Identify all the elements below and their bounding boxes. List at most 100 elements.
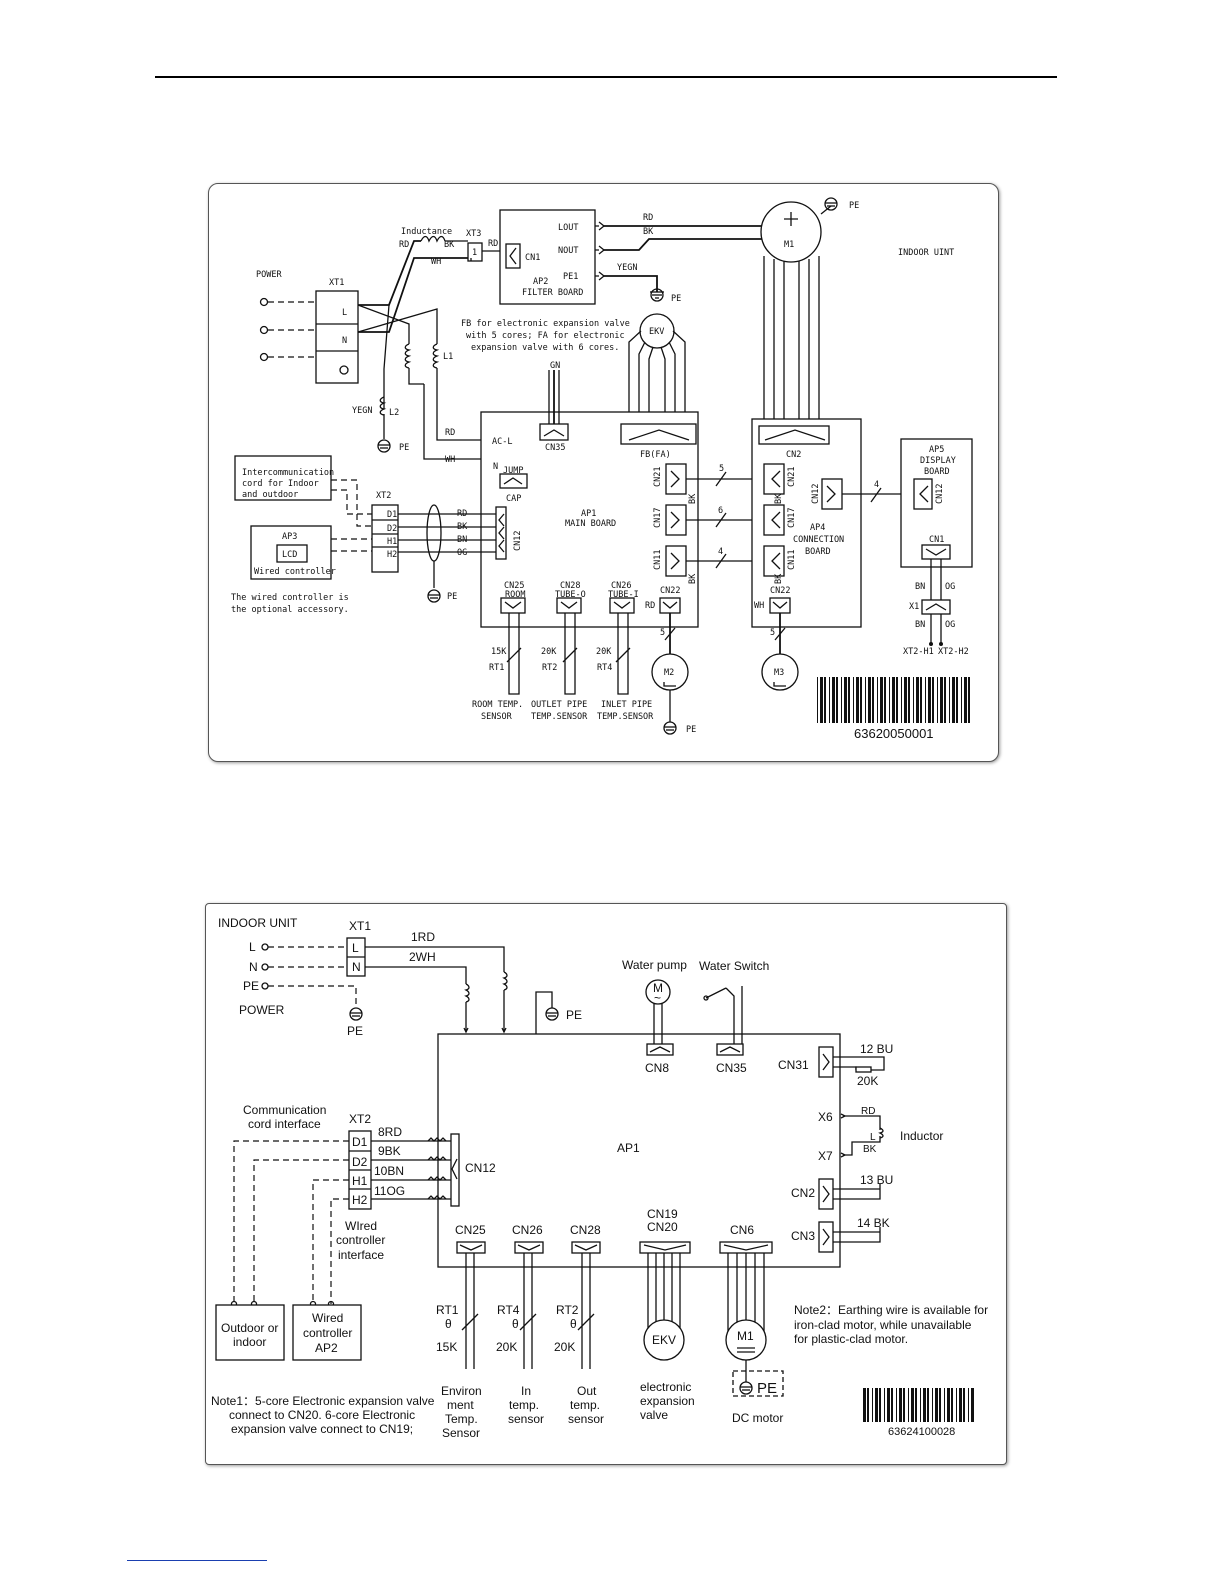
wire-wh: WH	[431, 257, 441, 267]
cn31-label: CN31	[778, 1058, 809, 1072]
water-pump-label: Water pump	[622, 958, 687, 972]
barcode-1-number: 63620050001	[854, 726, 934, 741]
ap1-main-board	[480, 411, 699, 628]
lout-label: LOUT	[558, 223, 578, 233]
m3-wire-count: 5	[770, 628, 775, 638]
cn31-connector	[818, 1046, 834, 1078]
ekv-label-l3: valve	[640, 1408, 668, 1422]
outdoor-indoor-box	[215, 1304, 285, 1361]
ground-icon	[663, 721, 677, 735]
env-sensor-l3: Temp.	[445, 1412, 478, 1426]
power-terminals	[259, 297, 316, 362]
env-sensor-l2: ment	[447, 1398, 474, 1412]
xt3-pin: 1	[472, 248, 477, 258]
rt2-theta: θ	[570, 1317, 577, 1331]
xt2-label: XT2	[376, 491, 391, 501]
wire-9bk: 9BK	[378, 1144, 401, 1158]
water-pump-motor	[645, 979, 671, 1005]
fb-fa-connector	[620, 423, 697, 445]
wired-if-l2: controller	[336, 1233, 385, 1247]
note2-l1: Note2：Earthing wire is available for	[794, 1303, 988, 1317]
rt2-value: 20K	[541, 647, 557, 657]
inductor-bk: BK	[863, 1144, 877, 1155]
connection-label: CONNECTION	[793, 535, 844, 545]
nout-label: NOUT	[558, 246, 578, 256]
xt2-d1: D1	[387, 510, 397, 520]
wire-count-4: 4	[718, 547, 723, 557]
xt1-l: L	[342, 308, 347, 318]
cn17-bk-ap4: BK	[774, 493, 784, 504]
ekv-label-2: EKV	[652, 1333, 676, 1347]
xt1-label-2: XT1	[349, 919, 371, 933]
rt1-value: 15K	[491, 647, 507, 657]
pe-label-2: PE	[849, 201, 859, 211]
cn8-label: CN8	[645, 1061, 669, 1075]
note-fb-line2: with 5 cores; FA for electronic	[466, 331, 625, 341]
inductor-rd: RD	[861, 1106, 875, 1117]
xt2-terminal-block	[371, 504, 399, 573]
board-label: BOARD	[805, 547, 831, 557]
x-line-inductor-icon	[464, 971, 508, 1003]
cn35-wire-gn: GN	[550, 361, 560, 371]
cn22-wh-ap4: WH	[754, 601, 764, 611]
wire-bk: BK	[444, 240, 455, 250]
pe-label-3: PE	[399, 443, 409, 453]
ap3-label: AP3	[282, 532, 297, 542]
cn1-og: OG	[945, 582, 955, 592]
cn25-label-2: CN25	[455, 1223, 486, 1237]
pump-m: M	[653, 981, 663, 995]
rt1-theta: θ	[445, 1317, 452, 1331]
tube-i-label: TUBE-I	[608, 590, 639, 600]
fb-fa-label: FB(FA)	[640, 450, 671, 460]
power-n: N	[249, 960, 258, 974]
ground-icon	[349, 1007, 363, 1021]
rt2-label-2: RT2	[556, 1303, 579, 1317]
cn11-label-ap1: CN11	[653, 550, 663, 570]
outlet-sensor-l1: OUTLET PIPE	[531, 700, 587, 710]
env-sensor-l1: Environ	[441, 1384, 482, 1398]
cn8-connector	[646, 1043, 674, 1056]
xt1-l-2: L	[352, 941, 359, 955]
pe-dashed-box	[732, 1370, 784, 1397]
dc-motor-label: DC motor	[732, 1411, 783, 1425]
rt4-label-2: RT4	[497, 1303, 520, 1317]
wired-ctrl-l3: AP2	[315, 1341, 338, 1355]
xt2-label-2: XT2	[349, 1112, 371, 1126]
cap-label: CAP	[506, 494, 521, 504]
out-sensor-l2: temp.	[570, 1398, 600, 1412]
pump-tilde: ~	[654, 991, 661, 1005]
ap4-label: AP4	[810, 523, 825, 533]
note1-l2: connect to CN20. 6-core Electronic	[229, 1408, 415, 1422]
pe-label-4: PE	[686, 725, 696, 735]
cn6-label-2: CN6	[730, 1223, 754, 1237]
motor-pe: PE	[757, 1380, 777, 1397]
header-rule	[155, 76, 1057, 78]
rt1-value-2: 15K	[436, 1340, 457, 1354]
cn2-connector-2	[818, 1178, 834, 1210]
sensor-connectors-2	[456, 1241, 773, 1254]
out-sensor-l3: sensor	[568, 1412, 604, 1426]
x1-label: X1	[909, 602, 919, 612]
m1-label: M1	[784, 240, 794, 250]
x1-bn: BN	[915, 620, 925, 630]
comm-l2: cord interface	[248, 1117, 321, 1131]
water-switch-label: Water Switch	[699, 959, 769, 973]
display-board-label: BOARD	[924, 467, 950, 477]
lcd-label: LCD	[282, 550, 297, 560]
pe1-wire-yegn: YEGN	[617, 263, 637, 273]
wiring-diagram-2-canvas: INDOOR UNIT XT1 L N PE POWER PE L N 1RD …	[211, 916, 988, 1440]
inductor-label: Inductor	[900, 1129, 943, 1143]
wire-rd: RD	[399, 240, 409, 250]
room-sensor-l1: ROOM TEMP.	[472, 700, 523, 710]
barcode-1	[817, 677, 970, 723]
ground-icon	[545, 1007, 559, 1021]
lcd-box	[276, 544, 308, 563]
wired-controller-label: Wired controller	[254, 567, 336, 577]
cn28-label-2: CN28	[570, 1223, 601, 1237]
xt2-h2-2: H2	[352, 1193, 368, 1207]
resistor-20k	[855, 1066, 872, 1073]
out-sensor-l1: Out	[577, 1384, 597, 1398]
cn2-bu13: 13 BU	[860, 1173, 893, 1187]
inductance-label: Inductance	[401, 227, 452, 237]
ekv-label-l2: expansion	[640, 1394, 695, 1408]
